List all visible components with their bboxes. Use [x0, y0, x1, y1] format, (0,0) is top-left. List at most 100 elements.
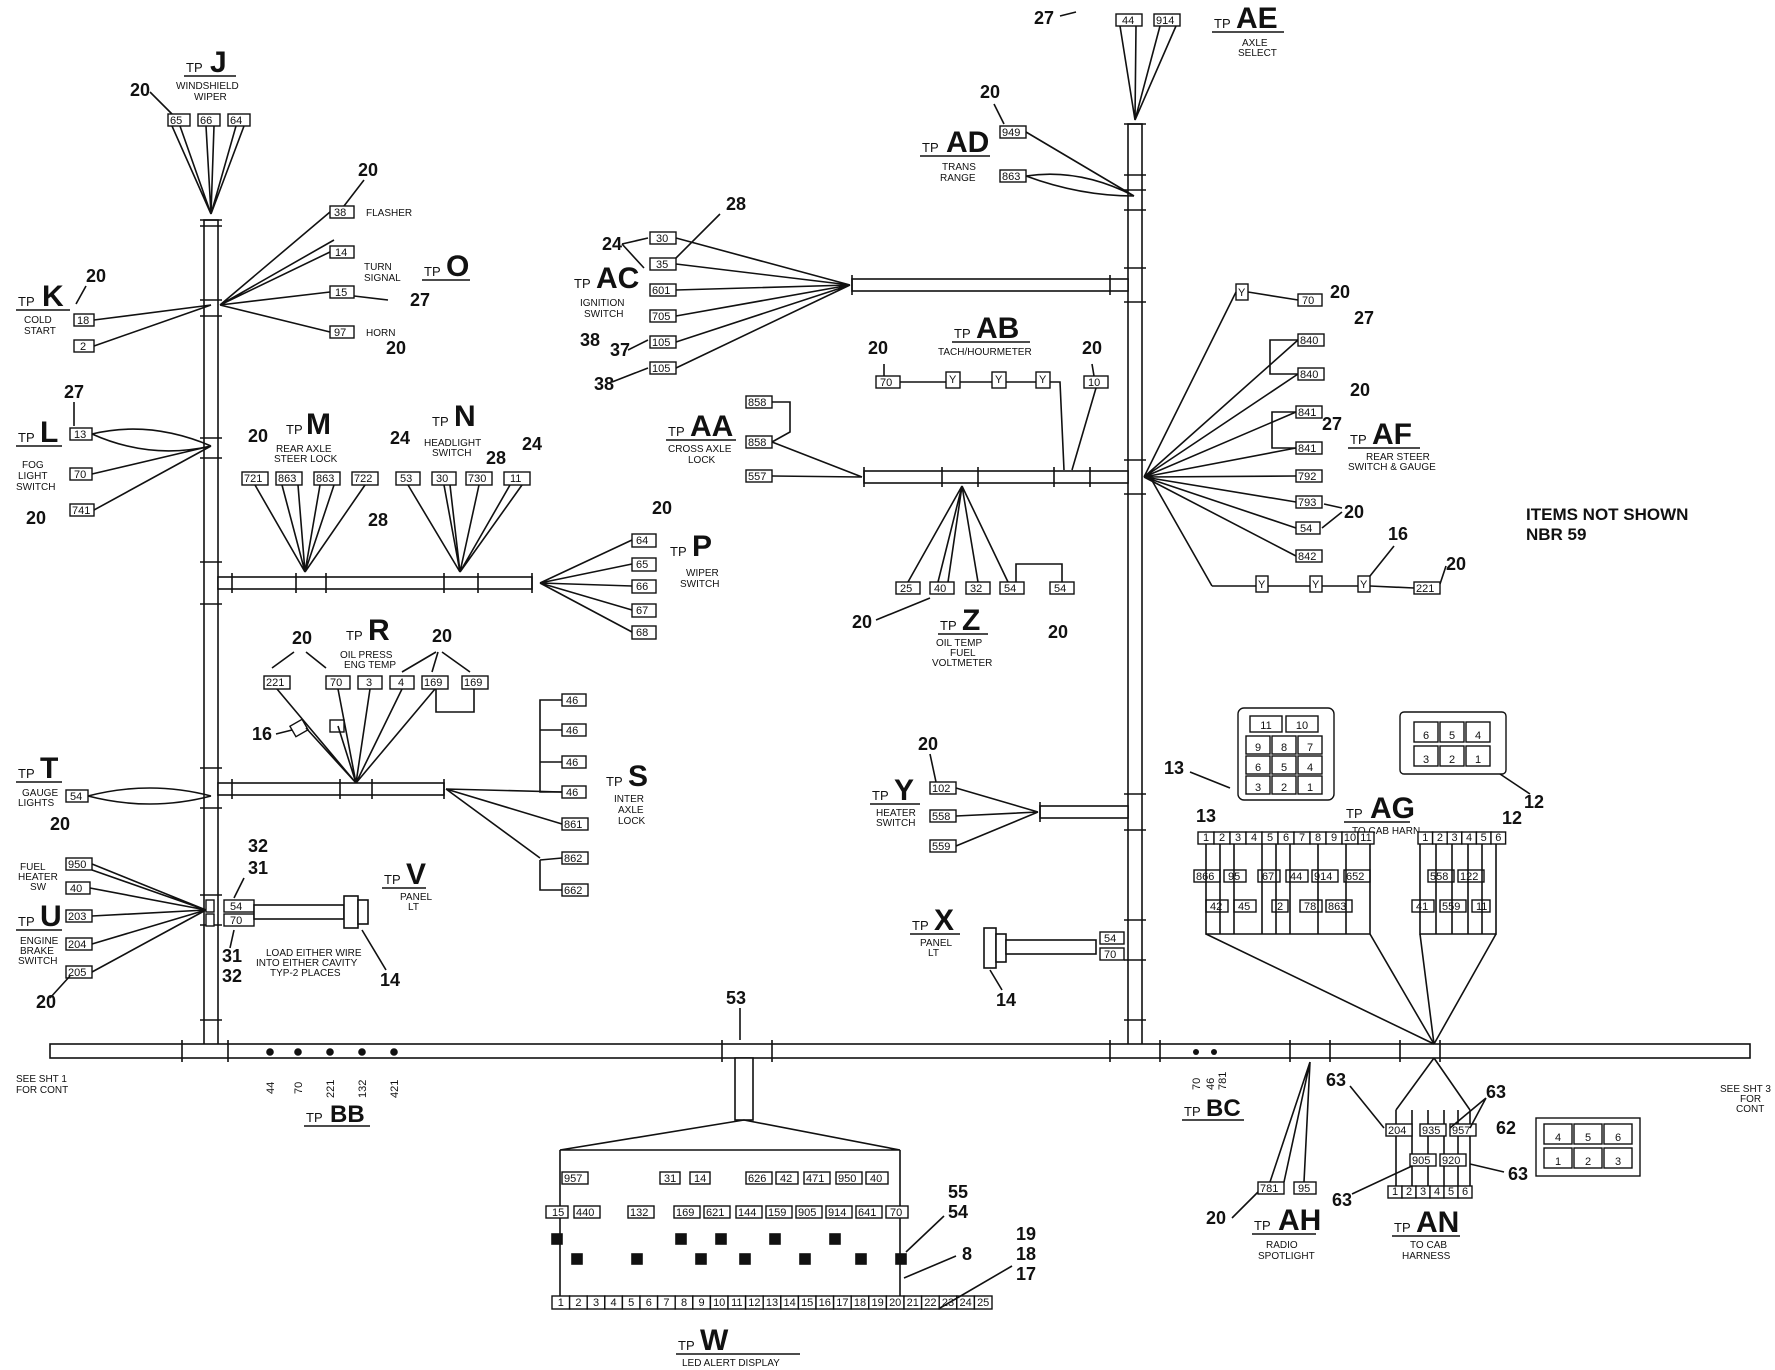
conn6-5: 5 — [1449, 730, 1455, 742]
callout-J-20: 20 — [130, 80, 150, 100]
wire-L-70: 70 — [74, 469, 86, 481]
svg-text:16: 16 — [252, 724, 272, 744]
AG-row2: 866 95 67 44 914 652 — [1193, 869, 1371, 883]
wire-U-204: 204 — [68, 939, 86, 951]
flasher-label: FLASHER — [366, 208, 412, 219]
fuel-heater-caption-3: SW — [30, 882, 47, 893]
tp-S-caption-3: LOCK — [618, 816, 646, 827]
an-pin-1: 1 — [1392, 1186, 1398, 1198]
svg-text:20: 20 — [1206, 1208, 1226, 1228]
conn12-4: 4 — [1307, 762, 1313, 774]
wire-AG-914: 914 — [1314, 871, 1332, 883]
svg-text:20: 20 — [86, 266, 106, 286]
conn12-1-cell — [1297, 775, 1323, 795]
see-sheet-1-line1: SEE SHT 1 — [16, 1074, 67, 1085]
svg-text:63: 63 — [1326, 1070, 1346, 1090]
tp-K-caption-2: START — [24, 326, 56, 337]
svg-text:27: 27 — [410, 290, 430, 310]
conn6-1-cell — [1465, 745, 1491, 767]
conn12-2: 2 — [1281, 782, 1287, 794]
svg-text:20: 20 — [652, 498, 672, 518]
an-conn6-3-cell — [1603, 1147, 1633, 1169]
w-pin-3: 3 — [593, 1297, 599, 1309]
wire-AC-105b: 105 — [652, 363, 670, 375]
wire-AG-44: 44 — [1290, 871, 1302, 883]
wire-AG-559: 559 — [1442, 901, 1460, 913]
wire-K-2: 2 — [80, 341, 86, 353]
tp-Z-letter: Z — [962, 604, 980, 637]
svg-text:13: 13 — [1164, 758, 1184, 778]
wire-W-626: 626 — [748, 1173, 766, 1185]
tp-V-caption-1: PANEL — [400, 892, 432, 903]
wire-V-54: 54 — [230, 901, 242, 913]
svg-text:63: 63 — [1332, 1190, 1352, 1210]
tp-AF-group: Y 70 20 27 840 840 20 841 841 27 TP AF R… — [1143, 282, 1688, 595]
wire-N-730: 730 — [468, 473, 486, 485]
conn12-9-cell — [1245, 735, 1271, 755]
tp-AG-prefix: TP — [1346, 806, 1363, 821]
svg-text:38: 38 — [580, 330, 600, 350]
tp-M-prefix: TP — [286, 422, 303, 437]
conn12-10-cell — [1285, 715, 1319, 733]
an-pin-6-cell — [1457, 1185, 1473, 1199]
tp-AN-caption-2: HARNESS — [1402, 1251, 1451, 1262]
wire-BB-44: 44 — [265, 1082, 277, 1094]
svg-text:16: 16 — [1388, 524, 1408, 544]
wire-S-662: 662 — [564, 885, 582, 897]
wire-W-159: 159 — [768, 1207, 786, 1219]
wire-AA-557: 557 — [748, 471, 766, 483]
wire-W-40: 40 — [870, 1173, 882, 1185]
conn12-6-cell — [1245, 755, 1271, 775]
an-conn6-1: 1 — [1555, 1156, 1561, 1168]
wire-J-64: 64 — [230, 115, 242, 127]
wire-X-54: 54 — [1104, 933, 1116, 945]
svg-text:54: 54 — [948, 1202, 968, 1222]
wire-O-15: 15 — [335, 287, 347, 299]
an-conn6-5: 5 — [1585, 1132, 1591, 1144]
svg-text:20: 20 — [26, 508, 46, 528]
svg-text:20: 20 — [1350, 380, 1370, 400]
wire-S-46d: 46 — [566, 787, 578, 799]
tp-AF-letter: AF — [1372, 418, 1412, 451]
trunk-clamps — [181, 123, 1441, 1062]
wire-AN-920: 920 — [1442, 1155, 1460, 1167]
w-pin-22: 22 — [924, 1297, 936, 1309]
wire-W-471: 471 — [806, 1173, 824, 1185]
wire-BC-70: 70 — [1191, 1078, 1203, 1090]
wire-AB-70: 70 — [880, 377, 892, 389]
svg-text:20: 20 — [1330, 282, 1350, 302]
ag-left-pin-11: 11 — [1360, 832, 1371, 844]
conn12-11-cell — [1249, 715, 1283, 733]
conn12-8: 8 — [1281, 742, 1287, 754]
wire-M-863a: 863 — [278, 473, 296, 485]
tp-Y-X-BC-group: 20 102 558 559 TP Y HEATER SWITCH TP X P… — [870, 734, 1244, 1122]
wire-AF-221: 221 — [1416, 583, 1434, 595]
ag-right-pin-6: 6 — [1495, 832, 1501, 844]
tp-AB-prefix: TP — [954, 326, 971, 341]
wire-AH-781: 781 — [1260, 1183, 1278, 1195]
tp-BB-prefix: TP — [306, 1110, 323, 1125]
wire-AB-Y3: Y — [1039, 374, 1047, 386]
svg-text:37: 37 — [610, 340, 630, 360]
an-conn6-4: 4 — [1555, 1132, 1561, 1144]
wire-N-30: 30 — [436, 473, 448, 485]
wire-AC-105a: 105 — [652, 337, 670, 349]
wire-AG-122: 122 — [1460, 871, 1478, 883]
tp-AH-prefix: TP — [1254, 1218, 1271, 1233]
tp-AF-prefix: TP — [1350, 432, 1367, 447]
wire-AG-558: 558 — [1430, 871, 1448, 883]
conn6-5-cell — [1439, 721, 1465, 743]
tp-AC-prefix: TP — [574, 276, 591, 291]
conn6-6: 6 — [1423, 730, 1429, 742]
wire-AD-863: 863 — [1002, 171, 1020, 183]
svg-text:28: 28 — [486, 448, 506, 468]
an-conn6-2: 2 — [1585, 1156, 1591, 1168]
branch-W-drop — [734, 1057, 754, 1121]
tp-R-caption-1: OIL PRESS — [340, 650, 393, 661]
an-conn6-6: 6 — [1615, 1132, 1621, 1144]
wire-AC-705: 705 — [652, 311, 670, 323]
wire-M-721: 721 — [244, 473, 262, 485]
see-sheet-3-line2: FOR — [1740, 1094, 1761, 1105]
tp-L-prefix: TP — [18, 430, 35, 445]
ag-left-pin-9: 9 — [1331, 832, 1337, 844]
